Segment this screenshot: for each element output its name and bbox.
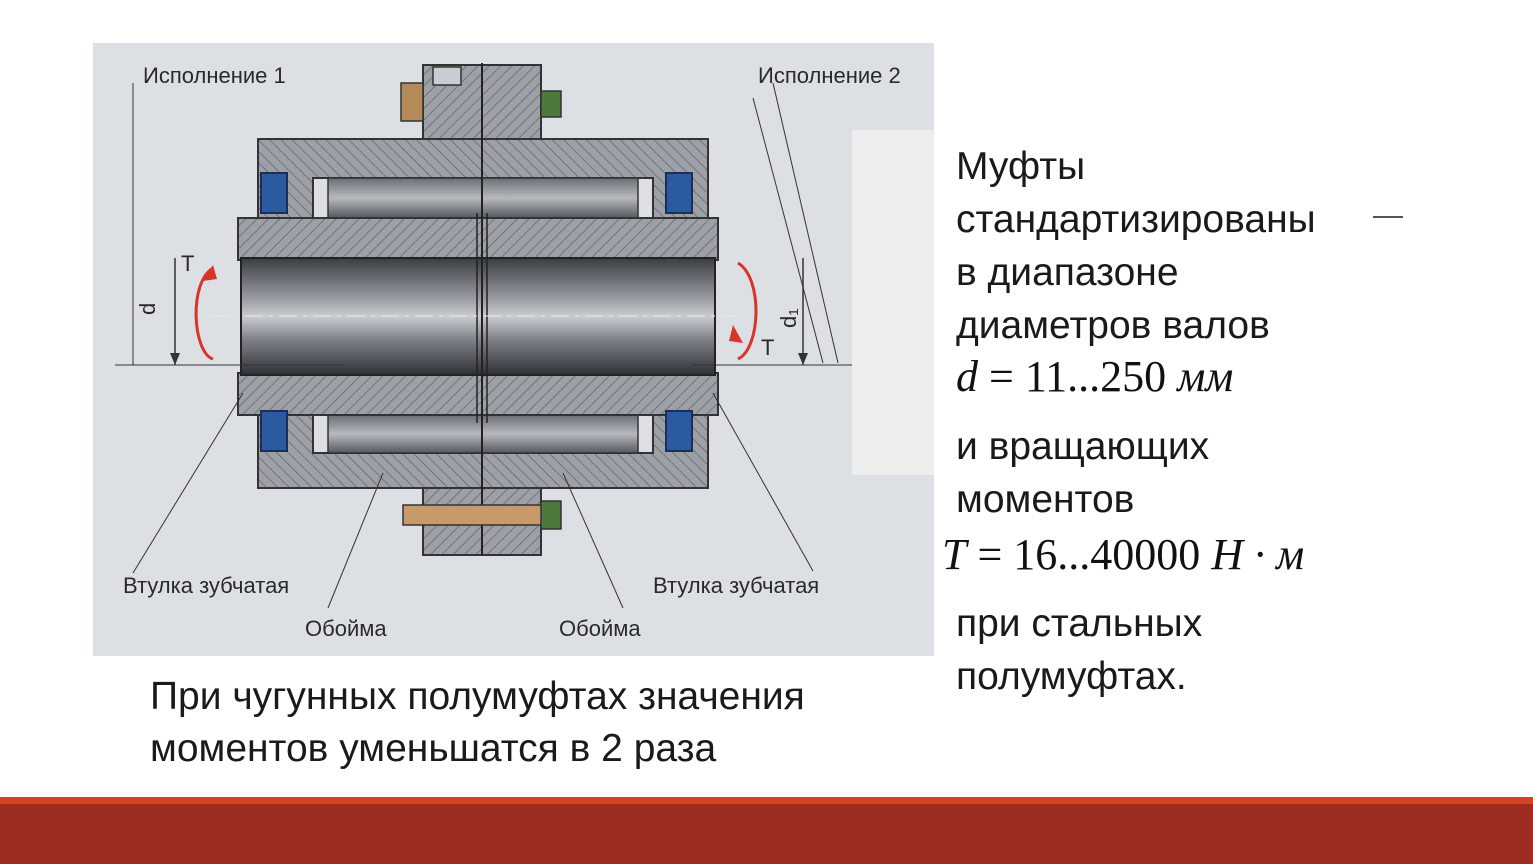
standard-description: Муфты стандартизированы в диапазоне диам… (956, 140, 1426, 352)
label-gear-sleeve-left: Втулка зубчатая (123, 573, 289, 598)
coupling-drawing: Исполнение 1 Исполнение 2 Втулка зубчата… (93, 43, 934, 656)
text-line-7: при стальных (956, 602, 1203, 645)
plug-screw (432, 66, 462, 86)
dash-mark (1373, 216, 1403, 218)
seal-top-right (665, 172, 693, 214)
formula-torque: T = 16...40000 Н · м (942, 528, 1304, 582)
torque-description: и вращающих моментов (956, 420, 1426, 526)
label-torque-right: T (761, 335, 774, 360)
seal-bottom-left (260, 410, 288, 452)
bolt-bottom (402, 504, 554, 526)
label-gear-sleeve-right: Втулка зубчатая (653, 573, 819, 598)
label-cage-left: Обойма (305, 616, 387, 641)
sleeve-bottom (237, 372, 719, 416)
text-line-6: моментов (956, 478, 1135, 521)
caption-line-1: При чугунных полумуфтах значения (150, 675, 805, 718)
torque-arrow-right (737, 261, 758, 361)
label-cage-right: Обойма (559, 616, 641, 641)
material-note: при стальных полумуфтах. (956, 597, 1426, 703)
caption-line-2: моментов уменьшатся в 2 раза (150, 727, 717, 770)
label-diameter-d1: d₁ (776, 308, 801, 328)
label-torque-left: T (181, 251, 194, 276)
side-panel (852, 130, 934, 475)
footer-bar (0, 797, 1533, 864)
text-line-5: и вращающих (956, 425, 1210, 468)
text-line-8: полумуфтах. (956, 655, 1187, 698)
cast-iron-note: При чугунных полумуфтах значения моменто… (150, 671, 910, 775)
text-line-1: Муфты (956, 145, 1086, 188)
torque-arrow-left (194, 266, 214, 361)
formula-diameter: d = 11...250 мм (956, 350, 1233, 404)
coupling-cross-section: Исполнение 1 Исполнение 2 Втулка зубчата… (115, 63, 901, 641)
formula-T-unit: Н · м (1211, 530, 1305, 579)
bolt-top (400, 82, 424, 122)
text-line-3: в диапазоне (956, 251, 1179, 294)
label-version-2: Исполнение 2 (758, 63, 901, 88)
text-line-4: диаметров валов (956, 304, 1270, 347)
seal-top-left (260, 172, 288, 214)
formula-T-range: = 16...40000 (966, 530, 1212, 579)
seal-bottom-right (665, 410, 693, 452)
nut-bottom (540, 500, 562, 530)
formula-d-unit: мм (1177, 352, 1234, 401)
label-version-1: Исполнение 1 (143, 63, 286, 88)
formula-T-var: T (942, 530, 967, 579)
sleeve-top (237, 217, 719, 261)
formula-d-range: = 11...250 (978, 352, 1178, 401)
nut-top (540, 90, 562, 118)
label-diameter-d: d (135, 303, 160, 315)
formula-d-var: d (956, 352, 978, 401)
text-line-2: стандартизированы (956, 198, 1316, 241)
